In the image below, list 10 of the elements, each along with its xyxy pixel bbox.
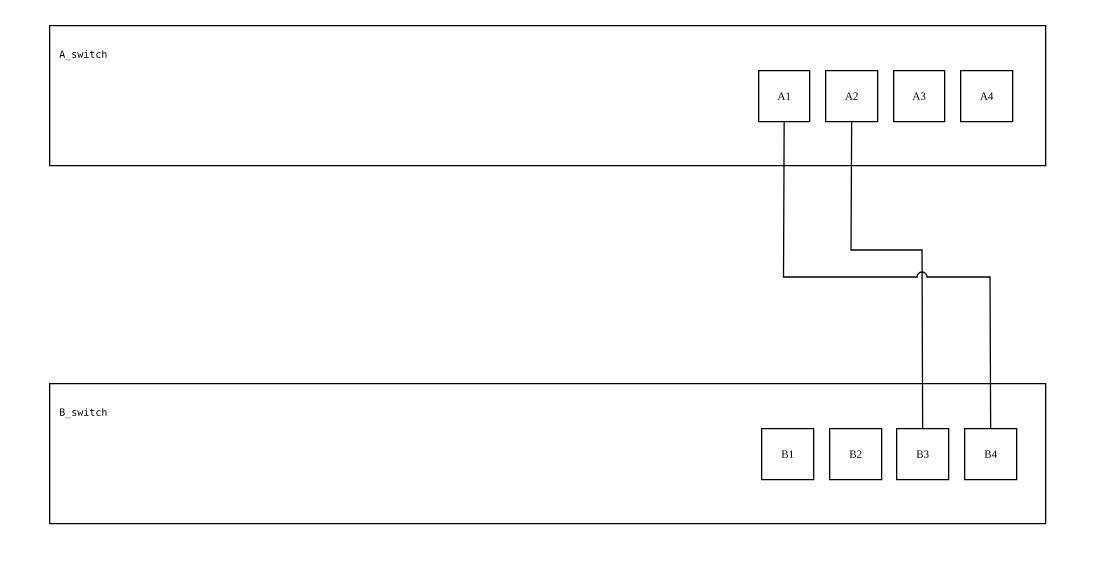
connector-line (850, 121, 924, 429)
port-box: A2 (825, 70, 879, 123)
port-box: A3 (893, 70, 946, 123)
port-box: B3 (896, 428, 950, 481)
port-box: A4 (960, 70, 1014, 123)
port-box: B1 (761, 428, 815, 481)
port-box: B2 (829, 428, 883, 481)
port-box: B4 (964, 428, 1018, 481)
connector-line (782, 121, 992, 429)
port-box: A1 (758, 70, 811, 123)
